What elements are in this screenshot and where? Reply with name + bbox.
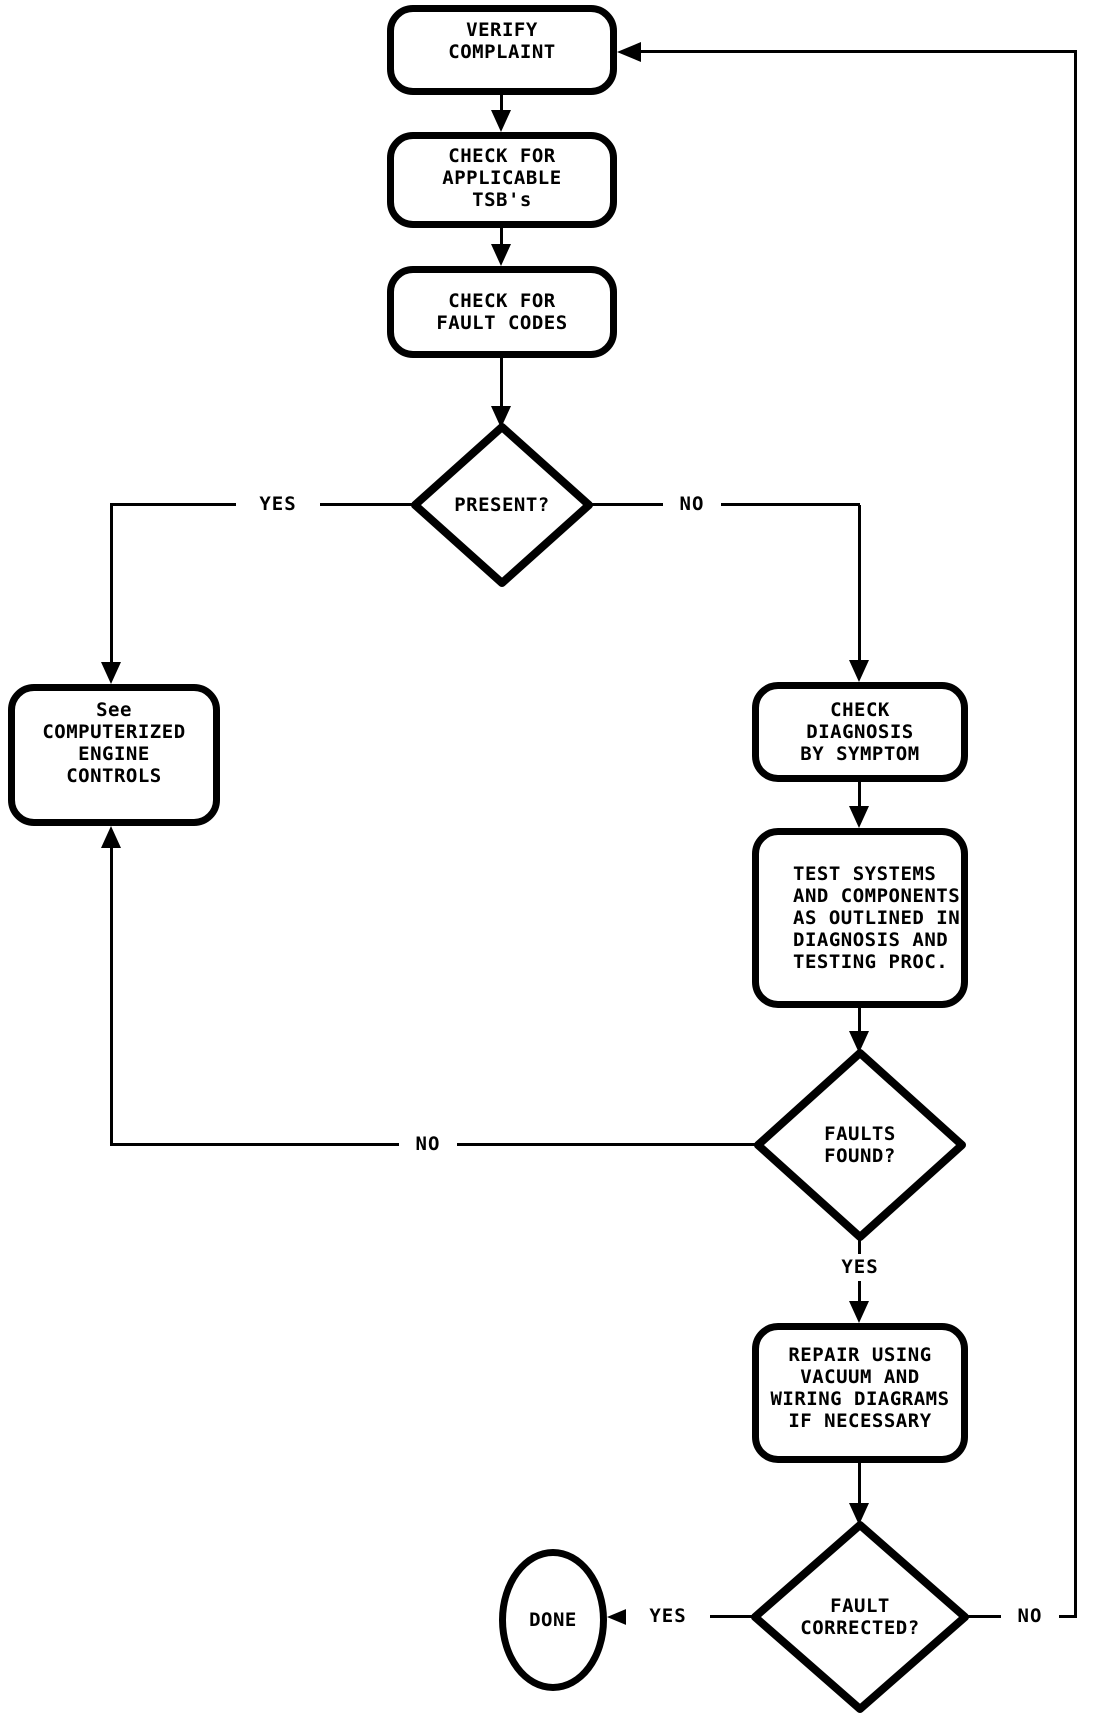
edge-faultcodes-to-present (500, 358, 503, 408)
edge-tsbs-to-faultcodes (500, 228, 503, 248)
decision-present-label: PRESENT? (454, 494, 550, 516)
arrowhead-into-corrected (849, 1503, 869, 1525)
node-computerized-engine-controls: See COMPUTERIZED ENGINE CONTROLS (8, 684, 220, 826)
label-faults-found-yes: YES (818, 1254, 902, 1281)
arrowhead-into-diagnosis (849, 660, 869, 682)
diamond-shape (754, 1049, 966, 1241)
decision-present: PRESENT? (406, 418, 598, 592)
label-present-no: NO (663, 491, 721, 518)
arrowhead-into-faultcodes (491, 244, 511, 266)
decision-faults-found: FAULTS FOUND? (748, 1043, 972, 1247)
edge-diagnosis-to-test (858, 782, 861, 810)
arrowhead-into-present (491, 406, 511, 428)
arrowhead-into-cec-bottom (101, 826, 121, 848)
diamond-shape (411, 423, 593, 587)
decision-fault-corrected: FAULT CORRECTED? (745, 1515, 975, 1719)
node-test-systems: TEST SYSTEMS AND COMPONENTS AS OUTLINED … (752, 828, 968, 1008)
arrowhead-into-cec-top (101, 662, 121, 684)
edge-return-hline (639, 50, 1077, 53)
arrowhead-into-repair (849, 1301, 869, 1323)
edge-present-no-hline (588, 503, 860, 506)
node-check-fault-codes: CHECK FOR FAULT CODES (387, 266, 617, 358)
arrowhead-into-faultsfound (849, 1031, 869, 1053)
label-present-yes: YES (236, 491, 320, 518)
arrowhead-into-test (849, 806, 869, 828)
decision-fault-corrected-label: FAULT CORRECTED? (800, 1595, 920, 1639)
diamond-shape (751, 1521, 969, 1713)
edge-repair-to-corrected (858, 1463, 861, 1507)
edge-present-yes-vline (110, 505, 113, 666)
arrowhead-into-tsbs (491, 110, 511, 132)
node-check-applicable-tsbs: CHECK FOR APPLICABLE TSB's (387, 132, 617, 228)
label-fault-corrected-yes: YES (626, 1603, 710, 1630)
edge-verify-to-tsbs (500, 95, 503, 115)
arrowhead-into-verify (617, 42, 641, 62)
edge-faultsfound-no-vline (110, 846, 113, 1145)
terminal-done: DONE (499, 1549, 607, 1691)
node-verify-complaint: VERIFY COMPLAINT (387, 5, 617, 95)
edge-return-vline (1074, 50, 1077, 1618)
label-faults-found-no: NO (399, 1131, 457, 1158)
arrowhead-into-done (607, 1607, 631, 1627)
edge-test-to-faultsfound (858, 1008, 861, 1036)
node-repair-using-diagrams: REPAIR USING VACUUM AND WIRING DIAGRAMS … (752, 1323, 968, 1463)
decision-faults-found-label: FAULTS FOUND? (824, 1123, 896, 1167)
edge-present-no-vline (858, 505, 861, 663)
label-fault-corrected-no: NO (1001, 1603, 1059, 1630)
node-check-diagnosis-by-symptom: CHECK DIAGNOSIS BY SYMPTOM (752, 682, 968, 782)
